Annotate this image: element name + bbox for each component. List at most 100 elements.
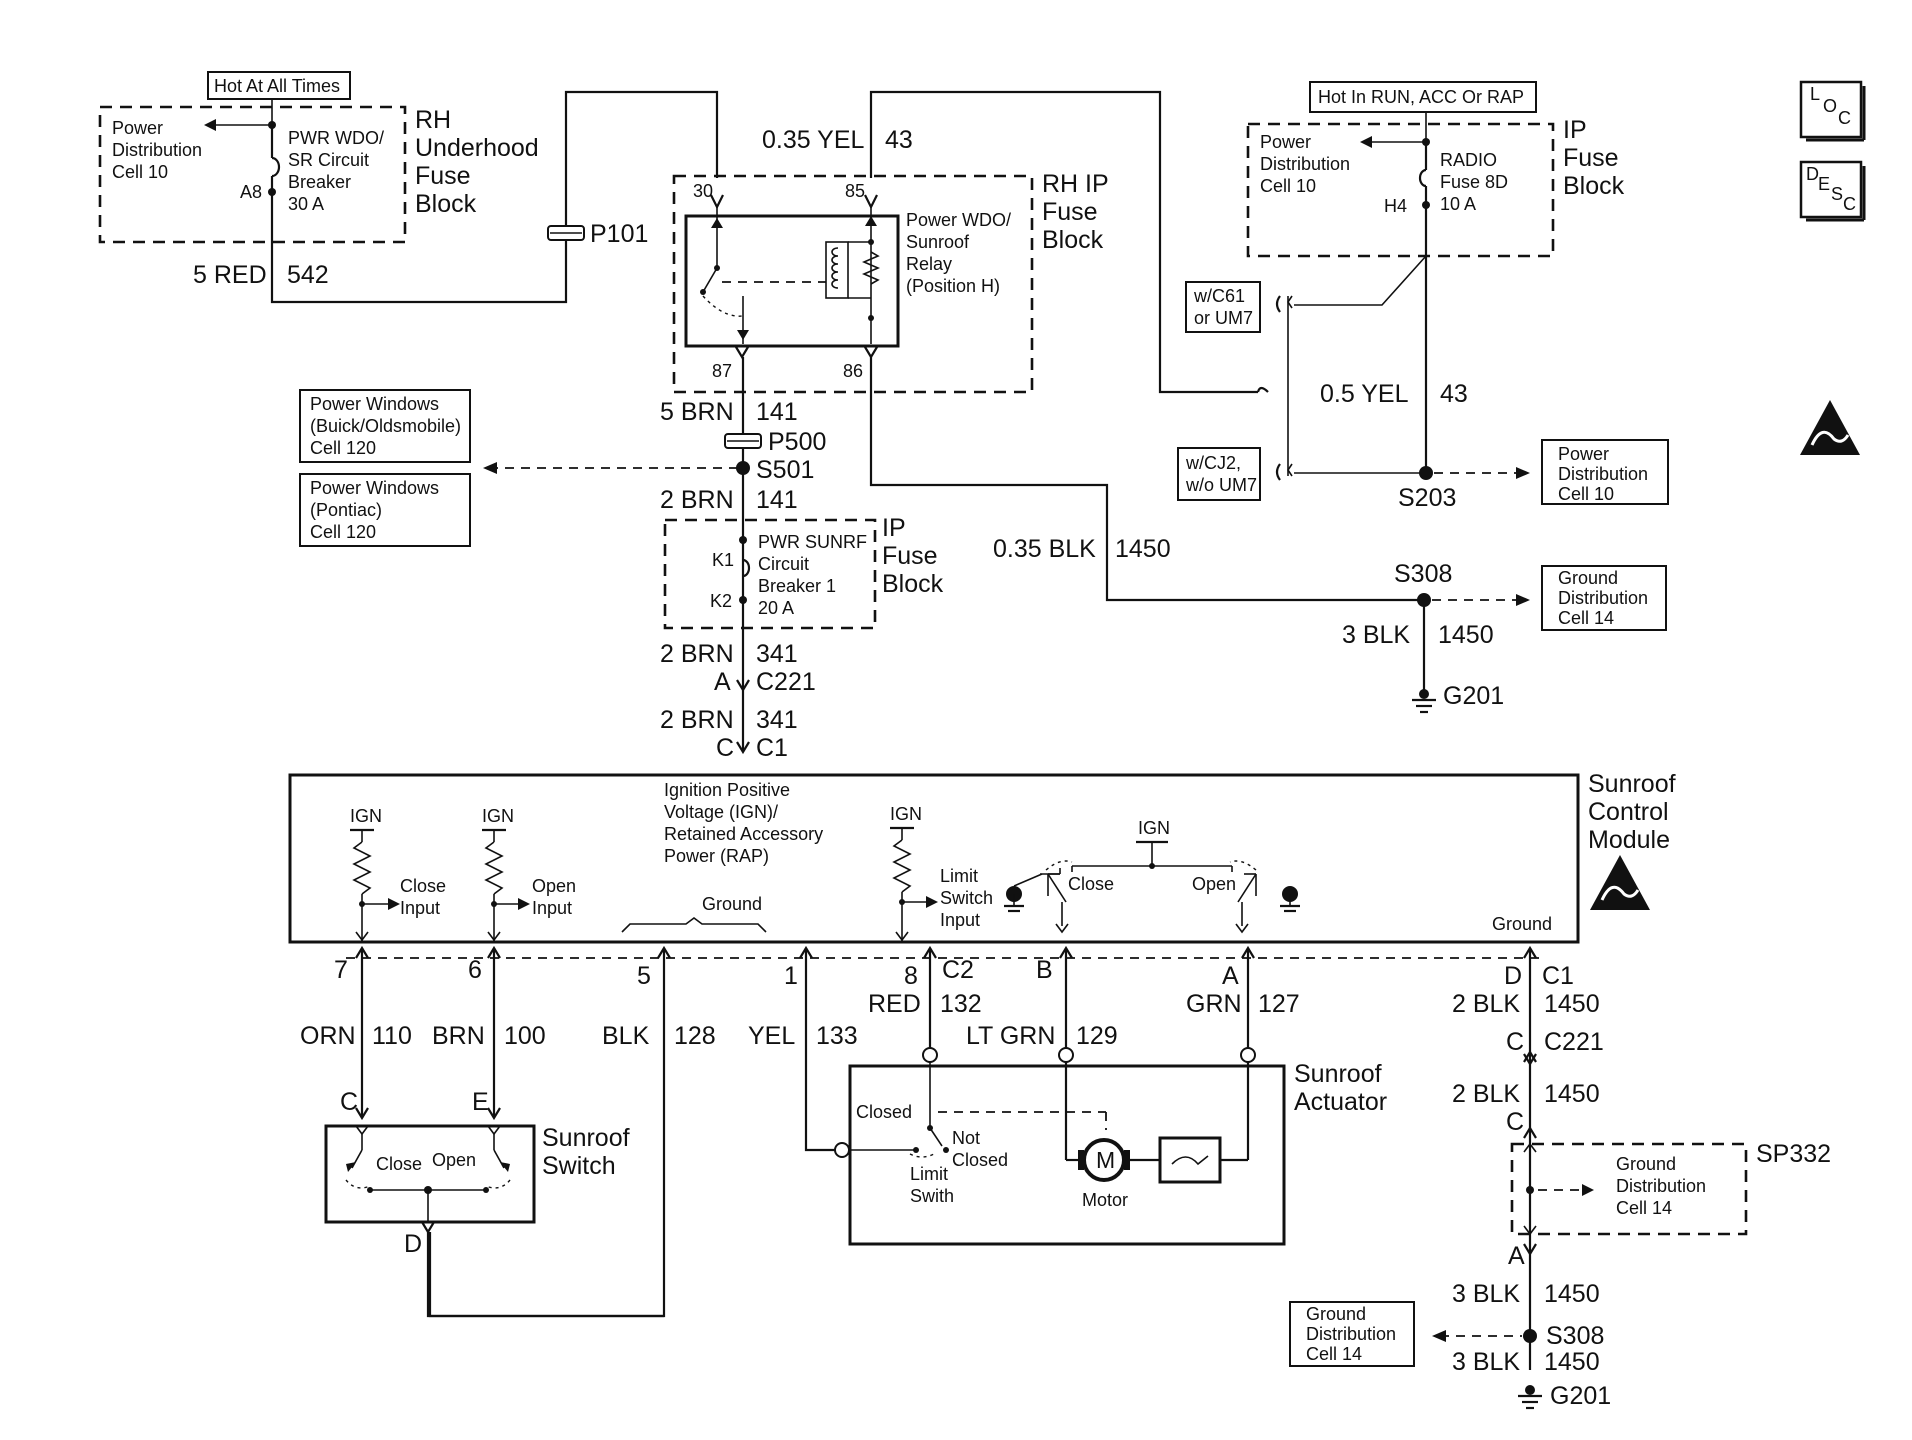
power-distribution-label: Cell 10 [112, 162, 168, 182]
option-c61-box [1185, 281, 1261, 333]
ground-chain-right: 2 BLK 1450 C C221 2 BLK 1450 C SP332 Gro… [1289, 948, 1831, 1410]
block-title: IP [882, 514, 906, 542]
wire-number-label: 141 [756, 398, 798, 426]
pin-label: D [1504, 962, 1522, 990]
pin-label: 6 [468, 956, 482, 984]
wire-number-label: 43 [1440, 380, 1468, 408]
reference-label: Power Windows [310, 394, 439, 414]
arrow-left-icon [204, 119, 216, 131]
wire-number-label: 1450 [1544, 1080, 1600, 1108]
module-note: Ignition Positive [664, 780, 790, 800]
switch-label: Open [432, 1150, 476, 1170]
connector-pin-icon [864, 194, 878, 210]
splice-s203 [1419, 466, 1433, 480]
hot-in-run-label: Hot In RUN, ACC Or RAP [1318, 87, 1524, 107]
ip-fuse-block-outline [663, 518, 877, 630]
sunroof-switch: C E Close Open D Sunroof Switch [324, 1088, 630, 1262]
pin-label: C [1506, 1028, 1524, 1056]
switch-label: Closed [856, 1102, 912, 1122]
fuse-name-label: Fuse 8D [1440, 172, 1508, 192]
connector-label: C221 [756, 668, 816, 696]
power-distribution-label: Distribution [1260, 154, 1350, 174]
sunroof-switch-box [324, 1124, 536, 1224]
reference-label: Cell 120 [310, 438, 376, 458]
breaker-name-label: PWR WDO/ [288, 128, 384, 148]
desc-letter: D [1806, 164, 1819, 184]
pin-label: B [1036, 956, 1053, 984]
wire-color-label: BRN [432, 1022, 485, 1050]
wire-color-label: 2 BRN [660, 706, 734, 734]
reference-label: Power Windows [310, 478, 439, 498]
loc-button[interactable]: L O C [1799, 80, 1866, 142]
splice-label: S501 [756, 456, 814, 484]
switch-label: Not [952, 1128, 980, 1148]
power-distribution-label: Power [112, 118, 163, 138]
esd-warning-icon [1800, 400, 1860, 455]
reference-label: Cell 120 [310, 522, 376, 542]
wire-color-label: ORN [300, 1022, 356, 1050]
ground-label: G201 [1443, 682, 1504, 710]
relay-name-label: Relay [906, 254, 952, 274]
module-title: Sunroof [1588, 770, 1676, 798]
desc-button[interactable]: D E S C [1799, 160, 1866, 222]
loc-letter: C [1838, 108, 1851, 128]
power-windows-buick-box [299, 389, 471, 463]
power-windows-pontiac-box [299, 473, 471, 547]
ground-distribution-label: Ground [1306, 1304, 1366, 1324]
splice-label: S308 [1394, 560, 1452, 588]
pull-up-resistor-icon [484, 841, 504, 895]
wire-color-label: 2 BRN [660, 640, 734, 668]
pin-label: K2 [710, 591, 732, 611]
power-distribution-label: Cell 10 [1260, 176, 1316, 196]
wire-141-341: 5 BRN 141 P500 S501 2 BRN 141 K1 K2 PWR … [660, 357, 944, 762]
power-windows-reference: Power Windows (Buick/Oldsmobile) Cell 12… [299, 389, 738, 547]
component-title: Sunroof [542, 1124, 630, 1152]
ground-brace [621, 917, 767, 933]
hot-in-run-box [1309, 81, 1537, 113]
relay-resistor-icon [861, 251, 881, 285]
wire-1450-035blk [869, 357, 1424, 602]
sp332-outline [1510, 1142, 1748, 1236]
input-label: Open [532, 876, 576, 896]
ground-distribution-label: Distribution [1306, 1324, 1396, 1344]
splice-s501 [736, 461, 750, 475]
esd-warning-icon [1590, 855, 1650, 910]
wire-43-radio: 0.5 YEL 43 S203 Power Distribution Cell … [1320, 205, 1669, 512]
option-label: w/o UM7 [1185, 475, 1257, 495]
arrow-right-icon [1516, 594, 1530, 606]
pin-label: C [716, 734, 734, 762]
ign-label: IGN [1138, 818, 1170, 838]
reference-label: (Pontiac) [310, 500, 382, 520]
desc-button-frame[interactable] [1799, 160, 1863, 219]
wire-number-label: 110 [372, 1022, 412, 1050]
connector-label: C221 [1544, 1028, 1604, 1056]
ip-fuse-block-radio: Hot In RUN, ACC Or RAP Power Distributio… [1246, 81, 1625, 258]
ground-distribution-label: Cell 14 [1306, 1344, 1362, 1364]
option-label: or UM7 [1194, 308, 1253, 328]
wire-number-label: 1450 [1544, 1348, 1600, 1376]
pin-label: 30 [693, 181, 713, 201]
pull-up-resistor-icon [892, 839, 912, 893]
ground-label: G201 [1550, 1382, 1611, 1410]
block-title: Block [415, 190, 477, 218]
motor-label: Motor [1082, 1190, 1128, 1210]
connector-pin-icon [736, 741, 750, 755]
ground-distribution-box [1541, 565, 1667, 631]
splice-s308 [1523, 1329, 1537, 1343]
fuse-icon [1418, 168, 1427, 188]
pin-label: 5 [637, 962, 651, 990]
relay-name-label: Sunroof [906, 232, 970, 252]
motor-symbol: M [1096, 1147, 1115, 1173]
input-label: Switch [940, 888, 993, 908]
module-output-wires: ORN 110 BRN 100 BLK 128 YEL 133 RED 132 … [300, 948, 1300, 1318]
input-label: Input [940, 910, 980, 930]
wire-color-label: 2 BLK [1452, 1080, 1520, 1108]
switch-label: Swith [910, 1186, 954, 1206]
ground-distribution-label: Ground [1616, 1154, 1676, 1174]
ip-fuse-block-outline [1246, 122, 1555, 258]
breaker-name-label: Breaker 1 [758, 576, 836, 596]
loc-button-frame[interactable] [1799, 80, 1863, 139]
wire-number-label: 133 [816, 1022, 858, 1050]
wire-color-label: 5 BRN [660, 398, 734, 426]
